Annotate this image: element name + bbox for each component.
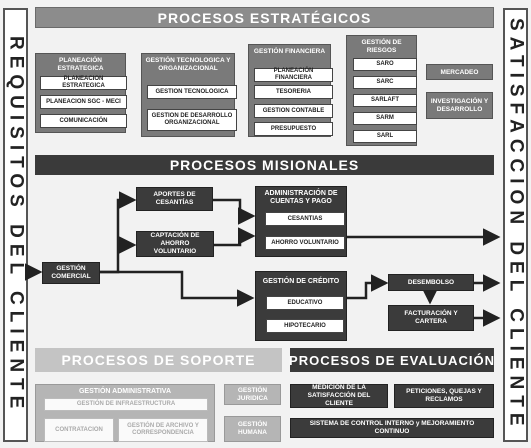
box-facturacion: FACTURACIÓN Y CARTERA <box>388 305 474 331</box>
aportes-label: APORTES DE CESANTÍAS <box>153 191 196 206</box>
financiera-title: GESTIÓN FINANCIERA <box>253 48 326 55</box>
support-header: PROCESOS DE SOPORTE <box>35 348 282 372</box>
item-saro: SARO <box>353 58 417 71</box>
box-investigacion: INVESTIGACIÓN Y DESARROLLO <box>426 92 493 119</box>
group-administracion: ADMINISTRACIÓN DE CUENTAS Y PAGO CESANTI… <box>255 186 347 257</box>
arrow-captacion-admin <box>214 227 256 247</box>
box-mercadeo: MERCADEO <box>426 64 493 80</box>
missional-header: PROCESOS MISIONALES <box>35 155 494 175</box>
box-medicion: MEDICIÓN DE LA SATISFACCIÓN DEL CLIENTE <box>290 384 388 408</box>
item-contratacion: CONTRATACION <box>44 418 114 442</box>
item-gestion-tecnologica: GESTION TECNOLOGICA <box>147 85 237 99</box>
group-planeacion: PLANEACIÓN ESTRATEGICA PLANEACION ESTRAT… <box>35 53 127 133</box>
item-tesoreria: TESORERIA <box>254 85 333 99</box>
support-header-label: PROCESOS DE SOPORTE <box>61 352 256 368</box>
evaluation-header: PROCESOS DE EVALUACIÓN <box>289 348 495 372</box>
arrow-to-aportes <box>100 191 137 274</box>
facturacion-label: FACTURACIÓN Y CARTERA <box>404 310 458 325</box>
item-cesantias: CESANTIAS <box>265 212 345 226</box>
item-educativo: EDUCATIVO <box>266 296 344 310</box>
evaluation-header-label: PROCESOS DE EVALUACIÓN <box>289 352 495 368</box>
arrow-aportes-admin <box>213 198 256 225</box>
box-aportes: APORTES DE CESANTÍAS <box>136 187 213 211</box>
item-sarc: SARC <box>353 76 417 89</box>
control-label: SISTEMA DE CONTROL INTERNO y MEJORAMIENT… <box>309 420 475 435</box>
item-hipotecario: HIPOTECARIO <box>266 319 344 333</box>
box-desembolso: DESEMBOLSO <box>388 274 474 291</box>
group-financiera: GESTIÓN FINANCIERA PLANEACIÓN FINANCIERA… <box>248 44 333 137</box>
item-planeacion-estrategica: PLANEACION ESTRATEGICA <box>40 76 127 90</box>
investigacion-label: INVESTIGACIÓN Y DESARROLLO <box>430 97 489 113</box>
box-humana: GESTIÓN HUMANA <box>224 416 281 442</box>
box-gestion-comercial: GESTIÓN COMERCIAL <box>42 262 100 284</box>
peticiones-label: PETICIONES, QUEJAS Y RECLAMOS <box>406 388 482 403</box>
credito-title: GESTIÓN DE CRÉDITO <box>262 278 340 285</box>
humana-label: GESTIÓN HUMANA <box>237 421 268 436</box>
tecnologica-title: GESTIÓN TECNOLOGICA Y ORGANIZACIONAL <box>145 57 231 72</box>
planeacion-title: PLANEACIÓN ESTRATEGICA <box>57 57 104 72</box>
captacion-label: CAPTACIÓN DE AHORRO VOLUNTARIO <box>150 232 200 255</box>
item-sarlaft: SARLAFT <box>353 94 417 107</box>
box-juridica: GESTIÓN JURIDICA <box>224 384 281 405</box>
item-sarm: SARM <box>353 112 417 125</box>
administrativa-title: GESTIÓN ADMINISTRATIVA <box>78 388 172 395</box>
item-comunicacion: COMUNICACIÓN <box>40 114 127 128</box>
item-infraestructura: GESTIÓN DE INFRAESTRUCTURA <box>44 398 208 411</box>
item-ahorro-voluntario: AHORRO VOLUNTARIO <box>265 236 345 250</box>
juridica-label: GESTIÓN JURIDICA <box>237 386 268 402</box>
group-credito: GESTIÓN DE CRÉDITO EDUCATIVO HIPOTECARIO <box>255 271 347 341</box>
item-desarrollo-organizacional: GESTION DE DESARROLLO ORGANIZACIONAL <box>147 109 237 131</box>
group-tecnologica: GESTIÓN TECNOLOGICA Y ORGANIZACIONAL GES… <box>141 53 237 137</box>
item-planeacion-financiera: PLANEACIÓN FINANCIERA <box>254 68 333 82</box>
strategic-header: PROCESOS ESTRATÉGICOS <box>35 7 494 28</box>
left-sidebar-label: REQUISITOS DEL CLIENTE <box>5 35 27 415</box>
item-presupuesto: PRESUPUESTO <box>254 122 333 136</box>
group-administrativa: GESTIÓN ADMINISTRATIVA GESTIÓN DE INFRAE… <box>35 384 215 442</box>
box-peticiones: PETICIONES, QUEJAS Y RECLAMOS <box>394 384 494 408</box>
administracion-title: ADMINISTRACIÓN DE CUENTAS Y PAGO <box>264 190 338 205</box>
box-control-interno: SISTEMA DE CONTROL INTERNO y MEJORAMIENT… <box>290 418 494 438</box>
box-captacion: CAPTACIÓN DE AHORRO VOLUNTARIO <box>136 231 214 257</box>
group-riesgos: GESTIÓN DE RIESGOS SARO SARC SARLAFT SAR… <box>346 35 417 146</box>
missional-header-label: PROCESOS MISIONALES <box>169 157 360 173</box>
item-gestion-contable: GESTION CONTABLE <box>254 104 333 118</box>
right-sidebar: SATISFACCION DEL CLIENTE <box>503 8 528 442</box>
arrow-to-credito <box>100 270 255 307</box>
left-sidebar: REQUISITOS DEL CLIENTE <box>3 8 28 442</box>
item-planeacion-sgc: PLANEACION SGC - MECI <box>40 95 127 109</box>
riesgos-title: GESTIÓN DE RIESGOS <box>361 39 402 54</box>
item-sarl: SARL <box>353 130 417 143</box>
arrow-credito-desembolso <box>347 274 389 300</box>
item-archivo: GESTIÓN DE ARCHIVO Y CORRESPONDENCIA <box>118 418 208 442</box>
mercadeo-label: MERCADEO <box>440 68 479 76</box>
strategic-header-label: PROCESOS ESTRATÉGICOS <box>157 9 372 26</box>
gestion-comercial-label: GESTIÓN COMERCIAL <box>51 265 91 280</box>
medicion-label: MEDICIÓN DE LA SATISFACCIÓN DEL CLIENTE <box>307 384 371 407</box>
desembolso-label: DESEMBOLSO <box>407 278 455 286</box>
right-sidebar-label: SATISFACCION DEL CLIENTE <box>505 18 527 432</box>
